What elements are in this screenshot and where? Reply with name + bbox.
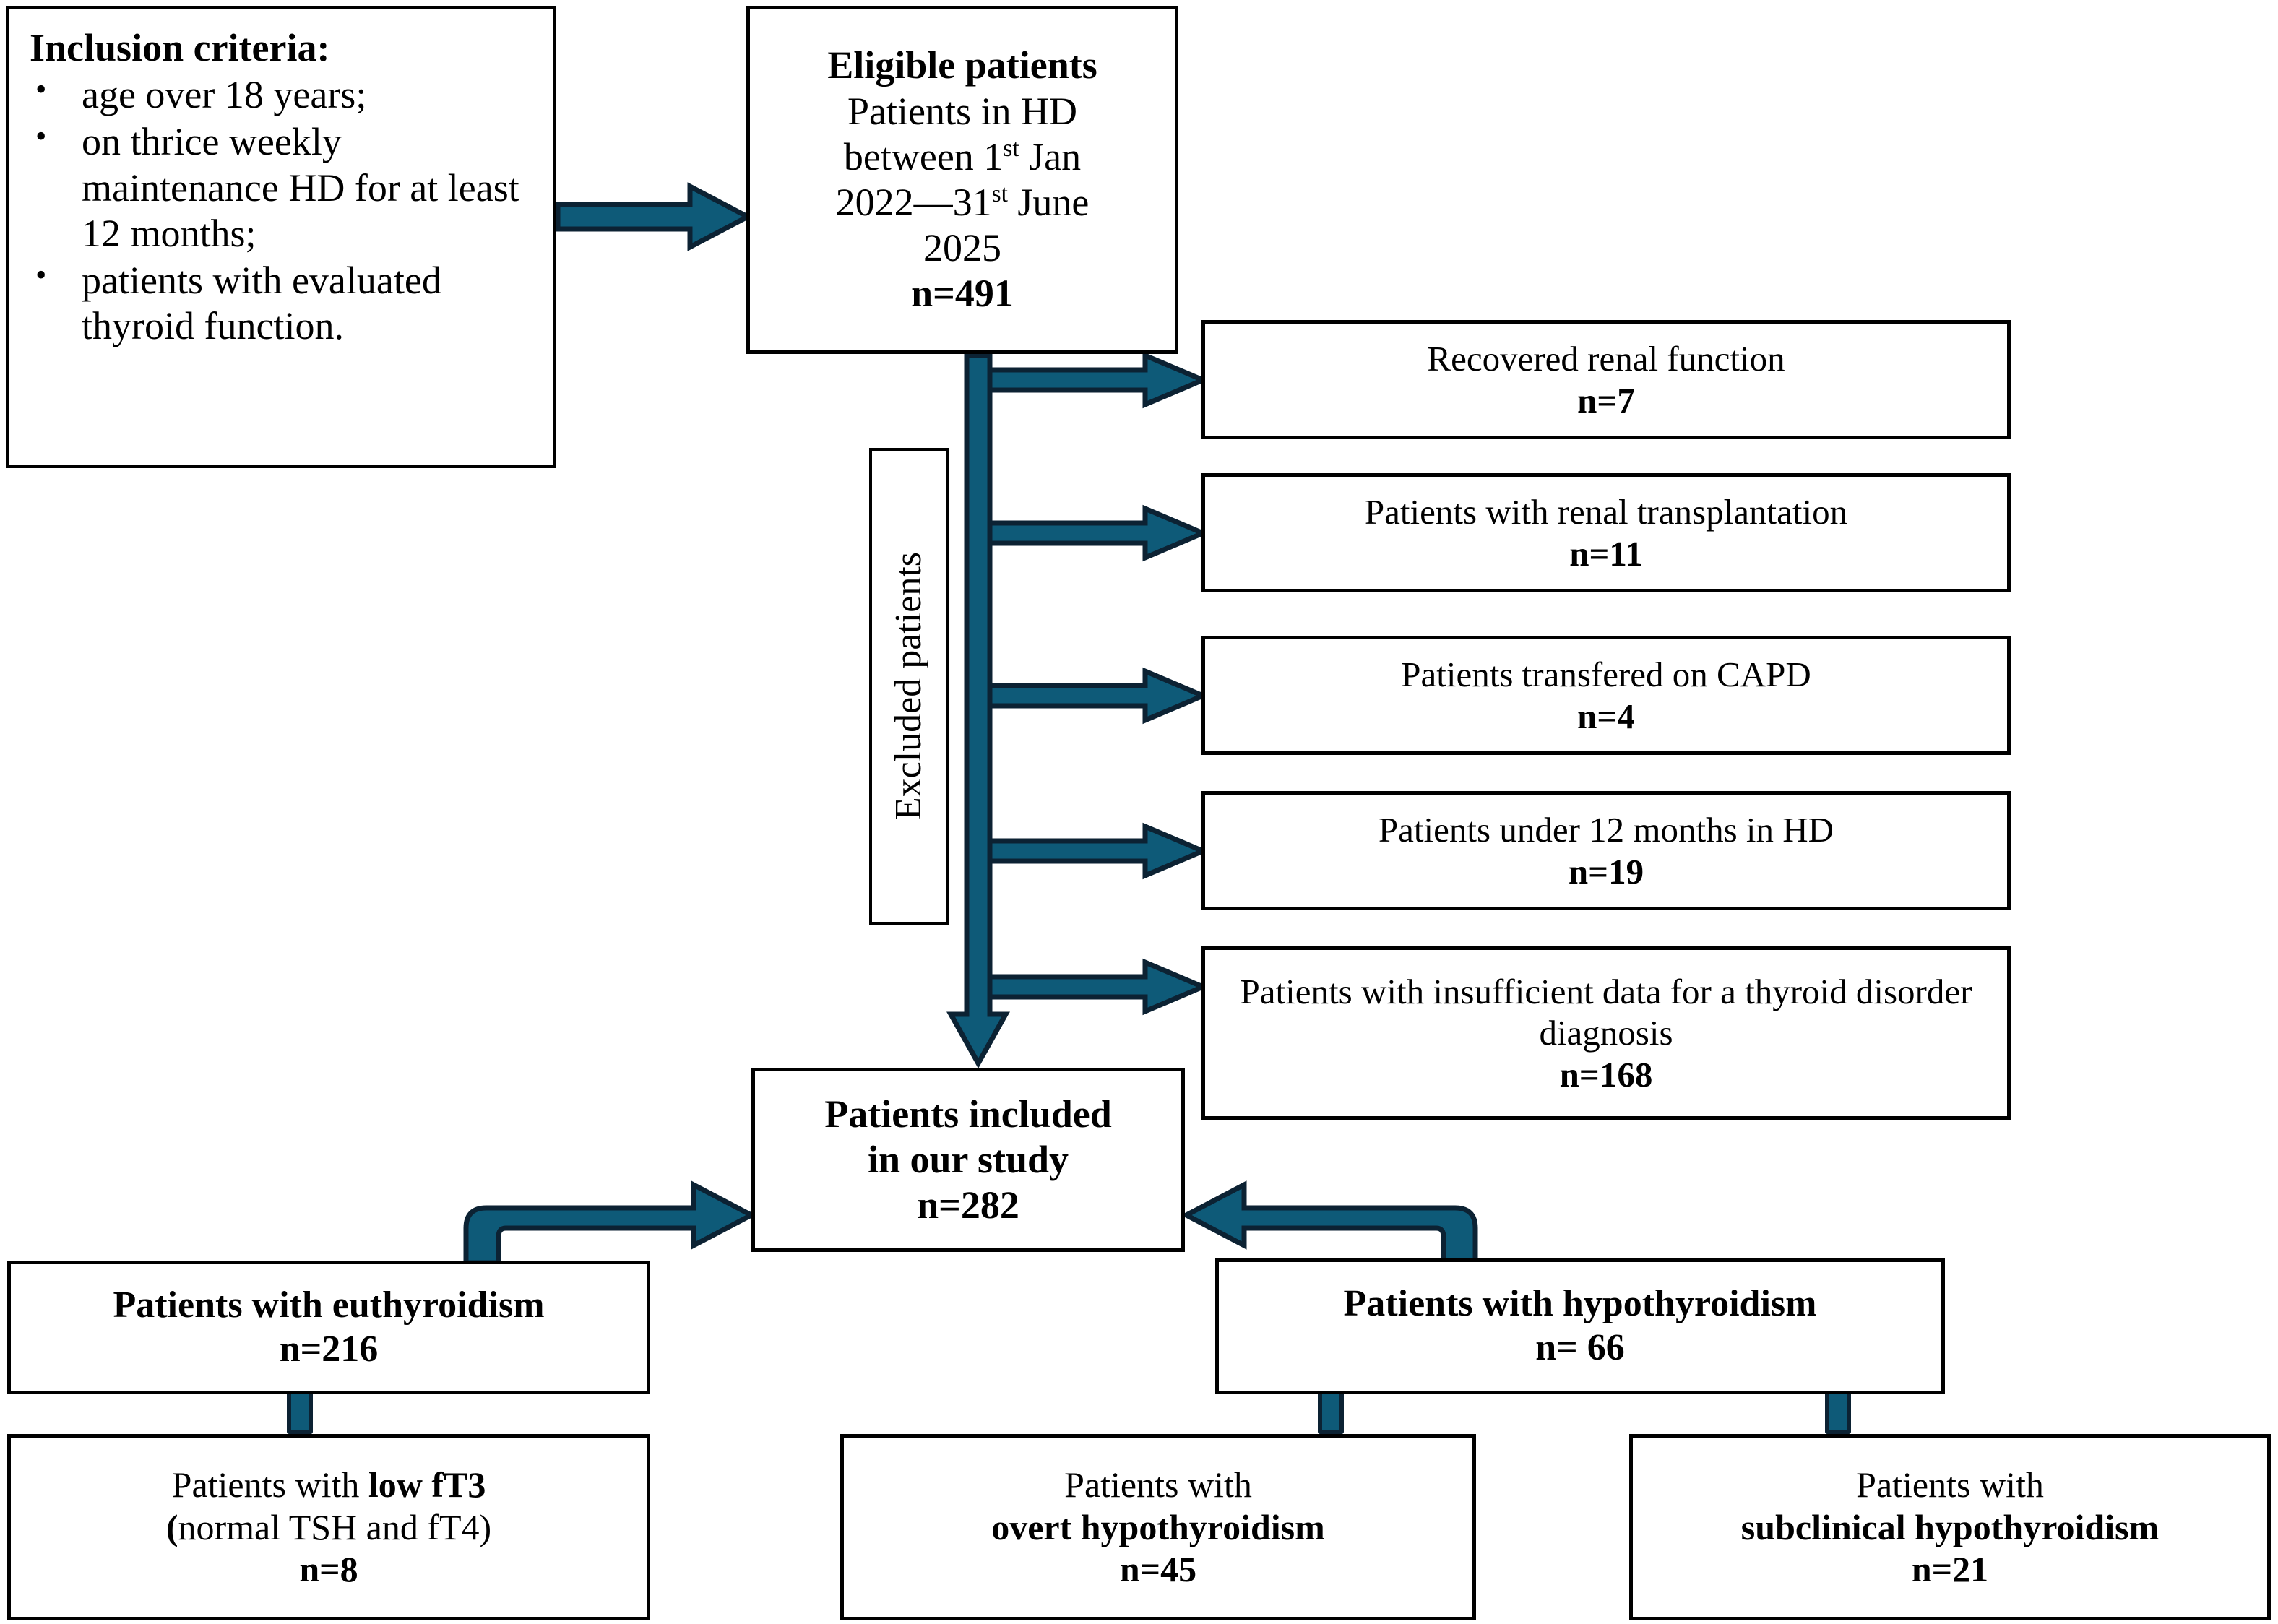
arrow-excluded-0 xyxy=(987,351,1209,409)
overt-hypothyroidism-line-1: Patients with xyxy=(1064,1464,1252,1506)
excluded-box-renal-transplantation: Patients with renal transplantation n=11 xyxy=(1201,473,2011,592)
eligible-patients-title: Eligible patients xyxy=(827,43,1097,87)
hypothyroidism-count: n= 66 xyxy=(1535,1327,1625,1368)
excluded-patients-label-box: Excluded patients xyxy=(869,448,949,925)
excluded-box-text: Patients transfered on CAPD xyxy=(1401,655,1811,695)
excluded-patients-label: Excluded patients xyxy=(888,552,929,821)
excluded-box-recovered-renal-function: Recovered renal function n=7 xyxy=(1201,320,2011,439)
inclusion-criteria-list: age over 18 years; on thrice weekly main… xyxy=(30,71,540,350)
arrow-excluded-2 xyxy=(987,667,1209,725)
low-ft3-line-1: Patients with low fT3 xyxy=(171,1464,486,1506)
arrow-inclusion-to-eligible xyxy=(555,182,754,251)
excluded-box-text: Patients with insufficient data for a th… xyxy=(1240,972,1972,1053)
euthyroidism-count: n=216 xyxy=(279,1328,379,1370)
arrow-excluded-4 xyxy=(987,958,1209,1016)
eligible-patients-line-4: 2025 xyxy=(923,226,1001,270)
inclusion-criteria-box: Inclusion criteria: age over 18 years; o… xyxy=(6,6,556,468)
arrow-euthyroid-to-included xyxy=(463,1180,757,1266)
euthyroidism-title: Patients with euthyroidism xyxy=(113,1284,545,1326)
hypothyroidism-title: Patients with hypothyroidism xyxy=(1343,1283,1817,1325)
list-item: patients with evaluated thyroid function… xyxy=(30,256,540,349)
hypothyroidism-box: Patients with hypothyroidism n= 66 xyxy=(1215,1258,1945,1394)
overt-hypothyroidism-box: Patients with overt hypothyroidism n=45 xyxy=(840,1434,1476,1620)
excluded-box-transfered-capd: Patients transfered on CAPD n=4 xyxy=(1201,636,2011,755)
excluded-box-text: Patients under 12 months in HD xyxy=(1378,810,1834,850)
overt-hypothyroidism-count: n=45 xyxy=(1119,1549,1197,1590)
eligible-patients-count: n=491 xyxy=(911,272,1014,316)
low-ft3-count: n=8 xyxy=(299,1549,358,1590)
included-patients-line-1: Patients included xyxy=(824,1092,1112,1136)
subclinical-hypothyroidism-line-1: Patients with xyxy=(1856,1464,2044,1506)
excluded-box-count: n=19 xyxy=(1568,851,1644,891)
eligible-patients-line-2: between 1st Jan xyxy=(843,134,1082,178)
excluded-box-under-12-months: Patients under 12 months in HD n=19 xyxy=(1201,791,2011,910)
excluded-box-count: n=7 xyxy=(1577,380,1635,420)
excluded-box-text: Patients with renal transplantation xyxy=(1364,492,1848,532)
subclinical-hypothyroidism-line-2: subclinical hypothyroidism xyxy=(1740,1506,2160,1547)
included-patients-count: n=282 xyxy=(917,1183,1019,1227)
subclinical-hypothyroidism-box: Patients with subclinical hypothyroidism… xyxy=(1629,1434,2271,1620)
arrow-hypothyroid-to-included xyxy=(1181,1180,1478,1264)
overt-hypothyroidism-line-2: overt hypothyroidism xyxy=(991,1506,1325,1547)
arrow-eligible-trunk xyxy=(946,353,1010,1069)
excluded-box-text: Recovered renal function xyxy=(1427,339,1785,379)
excluded-box-insufficient-data: Patients with insufficient data for a th… xyxy=(1201,946,2011,1120)
low-ft3-line-2: (normal TSH and fT4) xyxy=(165,1506,492,1547)
euthyroidism-box: Patients with euthyroidism n=216 xyxy=(7,1261,650,1394)
included-patients-box: Patients included in our study n=282 xyxy=(751,1068,1185,1252)
arrow-excluded-3 xyxy=(987,822,1209,880)
inclusion-criteria-heading: Inclusion criteria: xyxy=(30,26,330,69)
included-patients-line-2: in our study xyxy=(867,1137,1069,1181)
excluded-box-count: n=168 xyxy=(1559,1054,1653,1094)
list-item: on thrice weekly maintenance HD for at l… xyxy=(30,118,540,256)
excluded-box-count: n=11 xyxy=(1569,533,1643,574)
arrow-excluded-1 xyxy=(987,504,1209,562)
eligible-patients-box: Eligible patients Patients in HD between… xyxy=(746,6,1178,354)
list-item: age over 18 years; xyxy=(30,71,540,118)
subclinical-hypothyroidism-count: n=21 xyxy=(1911,1549,1989,1590)
low-ft3-box: Patients with low fT3 (normal TSH and fT… xyxy=(7,1434,650,1620)
eligible-patients-line-1: Patients in HD xyxy=(847,89,1077,133)
excluded-box-count: n=4 xyxy=(1577,696,1635,736)
eligible-patients-line-3: 2022—31st June xyxy=(835,181,1090,224)
